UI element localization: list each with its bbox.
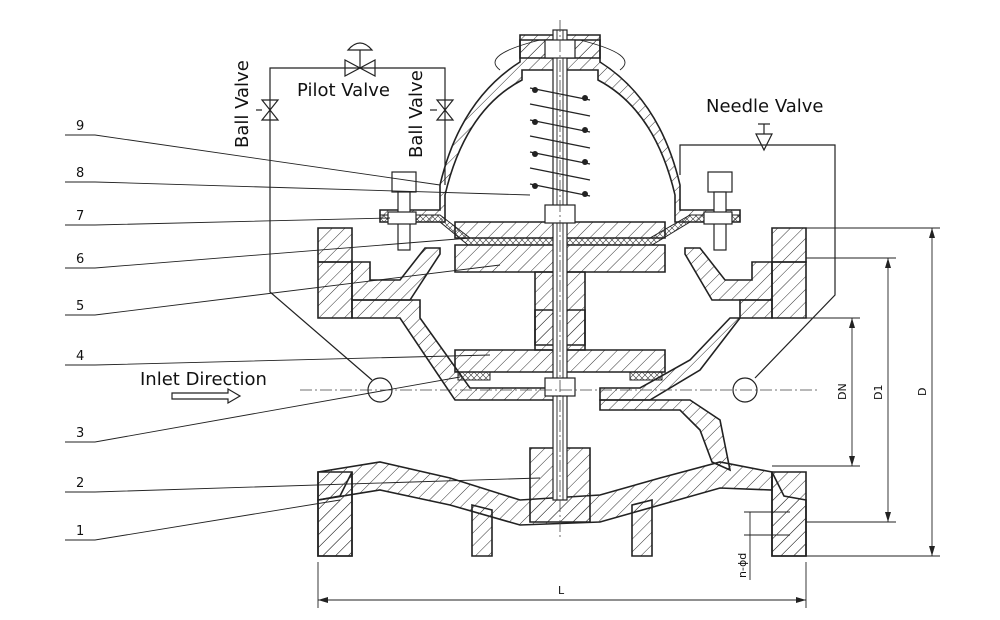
dimension-l-label: L (558, 584, 565, 597)
part-number-9: 9 (76, 119, 84, 134)
valve-body (317, 227, 807, 557)
inlet-direction-label: Inlet Direction (140, 369, 267, 390)
inlet-arrow (171, 387, 242, 405)
ball-valve-right-label: Ball Valve (406, 70, 427, 158)
needle-valve-symbol (755, 123, 773, 152)
outlet-port (732, 377, 758, 403)
dimension-lines (317, 227, 940, 608)
inlet-port (367, 377, 393, 403)
part-number-4: 4 (76, 349, 84, 364)
pilot-valve-label: Pilot Valve (297, 80, 390, 101)
ball-valve-left-label: Ball Valve (232, 60, 253, 148)
part-number-2: 2 (76, 476, 84, 491)
pilot-piping (256, 42, 836, 381)
part-number-1: 1 (76, 524, 84, 539)
part-number-8: 8 (76, 166, 84, 181)
dimension-d-label: D (916, 388, 929, 396)
part-number-6: 6 (76, 252, 84, 267)
ball-valve-left-symbol (256, 99, 280, 121)
dimension-bolt-holes-label: n-ϕd (736, 553, 749, 578)
ball-valve-right-symbol (430, 99, 455, 121)
leader-lines (65, 134, 541, 541)
needle-valve-label: Needle Valve (706, 96, 824, 117)
part-number-5: 5 (76, 299, 84, 314)
dimension-dn-label: DN (836, 383, 849, 400)
part-number-7: 7 (76, 209, 84, 224)
dimension-d1-label: D1 (872, 385, 885, 400)
part-number-3: 3 (76, 426, 84, 441)
pilot-valve-symbol (344, 42, 376, 77)
